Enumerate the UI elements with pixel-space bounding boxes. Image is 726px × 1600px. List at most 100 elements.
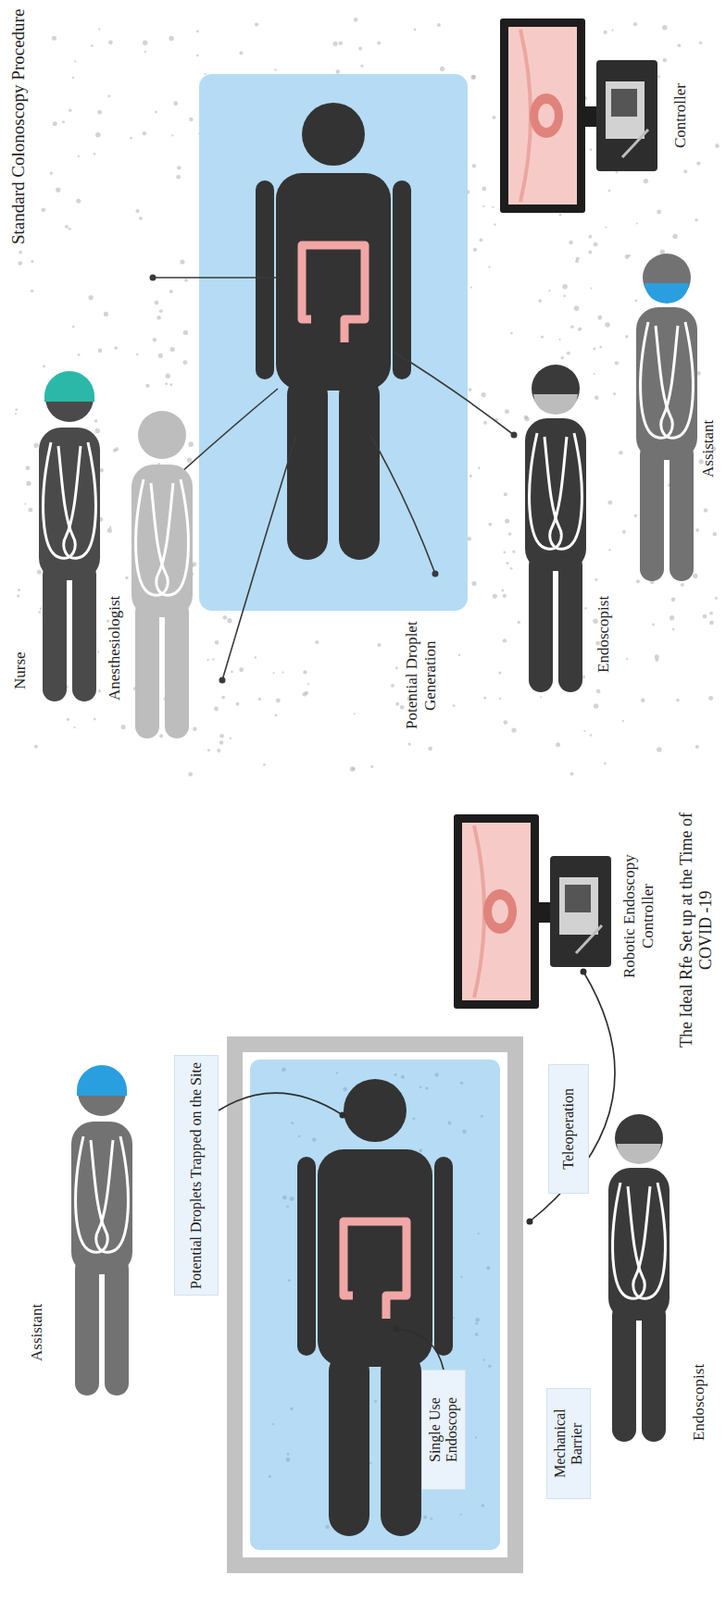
droplet (77, 155, 80, 158)
droplet (570, 772, 575, 777)
droplet (238, 667, 244, 673)
droplet (709, 620, 714, 626)
assistant-figure (71, 1068, 133, 1397)
droplet (492, 594, 498, 600)
droplet (17, 588, 21, 592)
droplet (25, 481, 31, 487)
droplet (286, 1205, 289, 1209)
leader-lines (218, 972, 615, 1371)
droplet (272, 1424, 276, 1427)
droplet (154, 300, 160, 306)
droplet (107, 95, 111, 99)
droplet-arrows (152, 277, 514, 681)
droplet (358, 47, 363, 51)
droplet (353, 17, 359, 23)
droplet (221, 696, 226, 701)
droplet (469, 475, 473, 478)
droplet (560, 356, 564, 361)
droplet (548, 289, 551, 292)
droplet (437, 23, 441, 27)
droplet (25, 465, 30, 471)
droplet (600, 346, 603, 350)
droplet (472, 75, 476, 79)
droplet (593, 242, 599, 248)
droplet (517, 621, 521, 625)
droplet (73, 726, 76, 729)
droplet (475, 1333, 479, 1338)
droplet (187, 441, 194, 448)
droplet (289, 1408, 293, 1412)
droplet (213, 707, 219, 713)
droplet (408, 742, 412, 746)
droplet (154, 111, 158, 114)
droplet (714, 143, 720, 149)
droplet (594, 578, 598, 582)
droplet (98, 689, 101, 693)
droplet (40, 207, 46, 213)
callout-text: Potential Droplets Trapped on the Site (187, 1063, 205, 1290)
droplet (434, 1073, 439, 1077)
droplet (395, 666, 399, 670)
droplet (90, 44, 94, 48)
droplet-arrow-ends (150, 275, 518, 685)
droplet (603, 763, 607, 766)
role-label: Endoscopist (689, 1333, 709, 1473)
droplet (302, 670, 307, 675)
droplet (625, 658, 628, 661)
droplet (219, 740, 225, 746)
droplet (597, 315, 602, 321)
droplet (223, 615, 228, 621)
droplet (129, 137, 133, 140)
droplet (703, 508, 708, 513)
droplet (636, 579, 640, 584)
droplet (473, 248, 477, 252)
droplet (498, 671, 501, 675)
droplet (75, 199, 81, 204)
droplet (558, 212, 562, 216)
droplet (37, 570, 42, 576)
droplet (525, 416, 530, 422)
droplet (182, 360, 188, 365)
droplet (97, 110, 102, 115)
droplet (612, 29, 614, 32)
droplet (192, 726, 198, 732)
droplet (613, 392, 616, 396)
droplet (592, 348, 596, 351)
droplet (486, 1266, 490, 1271)
droplet (142, 131, 147, 136)
droplet (369, 1463, 373, 1466)
barrier-inner (242, 1052, 508, 1559)
droplet (281, 672, 284, 675)
droplet (589, 287, 592, 289)
droplet (488, 265, 490, 268)
droplet (575, 256, 580, 261)
droplet (419, 1087, 423, 1090)
droplet (695, 745, 700, 750)
droplet (93, 152, 97, 156)
droplet (93, 718, 97, 722)
droplet (683, 169, 688, 174)
droplet (94, 419, 98, 423)
droplet (395, 702, 400, 707)
droplet (156, 315, 162, 321)
droplet (695, 528, 700, 533)
role-label: Endoscopist (594, 555, 614, 714)
droplet (584, 607, 587, 610)
droplet (713, 532, 717, 537)
droplet (488, 1364, 491, 1368)
nurse-cap (44, 371, 95, 402)
droplet (504, 409, 510, 414)
droplet (353, 713, 356, 715)
droplet (499, 698, 501, 701)
droplet (390, 684, 395, 689)
droplet (470, 287, 473, 289)
droplet (37, 611, 41, 614)
droplet (287, 1279, 291, 1283)
droplet (480, 1115, 484, 1119)
callout-label: Potential Droplet Generation (402, 592, 439, 760)
patient-bed (250, 1060, 501, 1552)
droplet (460, 1082, 464, 1087)
droplet (230, 670, 234, 674)
droplet (94, 428, 100, 434)
droplet (588, 235, 592, 239)
